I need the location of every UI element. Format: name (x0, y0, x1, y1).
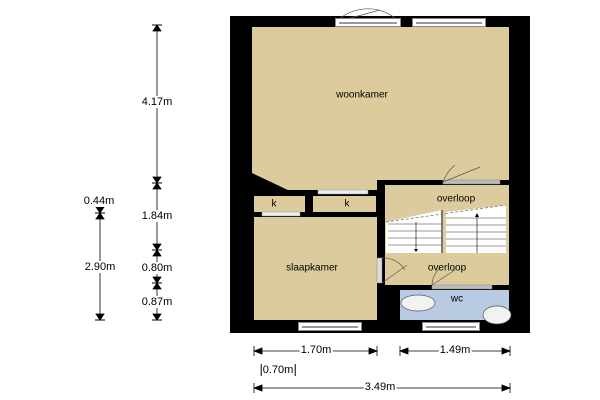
diagonal-wall (252, 173, 292, 192)
room-k1 (254, 196, 305, 212)
label-overloop-lower: overloop (427, 262, 467, 274)
door-slaapkamer[interactable] (376, 257, 383, 284)
dim-middle-1: 1.84m (140, 210, 174, 222)
label-overloop-upper: overloop (436, 193, 476, 205)
label-slaapkamer: slaapkamer (286, 262, 338, 274)
label-wc: wc (450, 293, 464, 305)
dim-door-width: 0.70m (260, 364, 296, 376)
interior-wall-k (252, 190, 378, 196)
dim-bottom-left: 1.70m (299, 344, 333, 356)
window-top-2 (412, 18, 486, 27)
interior-wall-vertical (377, 180, 385, 333)
interior-wall-slaapkamer-top (252, 212, 378, 217)
toilet (482, 305, 512, 325)
interior-wall-wc-left (385, 285, 400, 333)
label-k2: k (344, 198, 350, 210)
dim-middle-2: 0.80m (140, 262, 174, 274)
door-k1[interactable] (261, 211, 301, 217)
staircase (385, 204, 507, 253)
dim-left-0: 0.44m (82, 195, 116, 207)
dim-total-width: 3.49m (363, 381, 397, 393)
room-woonkamer (252, 27, 509, 190)
window-bottom-2 (422, 322, 480, 331)
window-bottom-1 (298, 322, 362, 331)
sink (400, 294, 436, 312)
label-woonkamer: woonkamer (336, 89, 388, 101)
window-top-1 (335, 18, 401, 27)
dim-left-1: 2.90m (83, 261, 117, 273)
door-k2[interactable] (317, 189, 369, 195)
door-wc[interactable] (431, 284, 493, 290)
dim-bottom-right: 1.49m (438, 344, 472, 356)
interior-wall-k-divider (305, 190, 313, 217)
room-slaapkamer (254, 217, 377, 320)
room-k2 (313, 196, 376, 212)
dim-middle-0: 4.17m (140, 96, 174, 108)
dim-middle-3: 0.87m (140, 296, 174, 308)
label-k1: k (271, 198, 277, 210)
